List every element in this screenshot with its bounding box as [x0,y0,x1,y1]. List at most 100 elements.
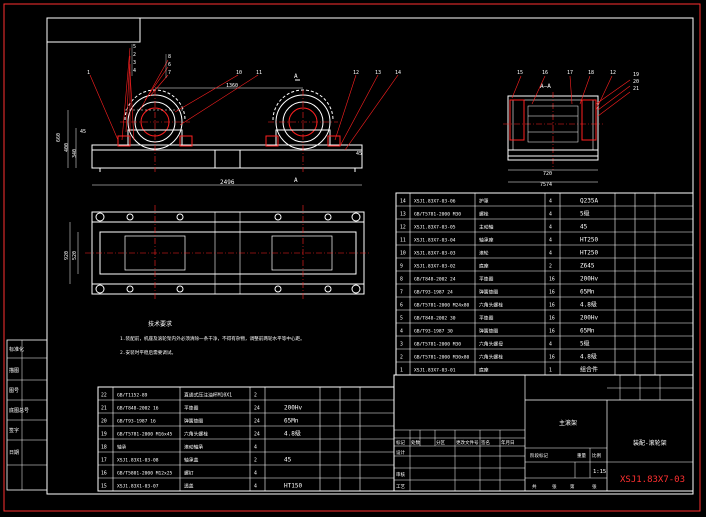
bom-upper-cell-mat: HT250 [580,250,598,257]
bom-upper-cell-name: 六角头螺母 [479,341,503,348]
bom-upper-cell-mat: 组合件 [580,366,598,374]
bom-lower-cell-qty: 24 [254,432,260,438]
bom-upper-cell-mat: 4.8级 [580,353,597,361]
bom-lower-cell-name: 平垫圈 [184,405,199,412]
side-view: A—A 720 7574 15 16 17 18 12 19 20 21 [503,70,639,188]
bom-lower-cell-no: 17 [101,458,107,464]
bom-upper-cell-no: 12 [400,225,406,231]
bom-upper-cell-qty: 16 [549,329,555,335]
bom-upper-cell-mat: 65Mn [580,289,595,296]
side-label-1: 描图 [9,367,19,374]
code-box [46,17,141,43]
col-label-0: 处数 [411,439,420,446]
bom-upper-cell-no: 2 [400,355,403,361]
bom-lower-cell-code: GB/T848-2002 16 [117,406,159,412]
bom-upper-cell-mat: HT250 [580,237,598,244]
bom-lower-cell-mat: HT150 [284,483,302,490]
dim-plan-920: 920 [64,251,70,260]
balloon-11: 11 [256,70,262,76]
view-label-aa: A—A [540,83,551,90]
bom-upper-cell-mat: 65Mn [580,328,595,335]
dim-side-w2: 7574 [540,182,552,188]
bom-lower-cell-qty: 4 [254,471,257,477]
bom-upper-cell-qty: 16 [549,277,555,283]
bom-upper-cell-no: 3 [400,342,403,348]
balloon-8: 8 [168,54,171,60]
bom-lower-cell-no: 20 [101,419,107,425]
bom-lower-cell-no: 16 [101,471,107,477]
bom-upper-cell-qty: 16 [549,303,555,309]
dim-h2: 400 [64,143,70,152]
side-balloon-15: 15 [517,70,523,76]
bom-lower-cell-code: XSJ1.83X1-03-07 [117,484,159,490]
section-arrow-top: A [294,73,298,80]
balloon-12: 12 [353,70,359,76]
side-balloon-16: 16 [542,70,548,76]
side-label-2: 图号 [9,388,19,394]
row-label-1: 设计 [396,449,405,456]
bom-lower-cell-code: GB/T5801-2000 M12x25 [117,471,173,477]
side-label-3: 底图总号 [9,407,29,414]
bom-upper-cell-name: 滚轮 [479,250,489,257]
balloon-2: 2 [133,52,136,58]
bom-upper-cell-code: GB/T848-2002 24 [414,277,456,283]
dim-h3: 340 [72,149,78,158]
dim-center-distance: 1360 [226,83,238,89]
bom-upper-cell-no: 10 [400,251,406,257]
balloon-10: 10 [236,70,242,76]
bom-upper-cell-code: GB/T5781-2000 M24x80 [414,303,470,309]
bom-upper-cell-mat: Q235A [580,198,598,205]
bom-lower-cell-qty: 2 [254,393,257,399]
side-balloon-18: 18 [588,70,594,76]
bom-upper-cell-mat: 200Hv [580,276,598,283]
bom-upper-cell-no: 9 [400,264,403,270]
side-balloon-21: 21 [633,86,639,92]
dim-side-w1: 720 [543,171,552,177]
col-label-4: 年月日 [501,439,515,446]
drawing-number: XSJ1.83X7-03 [620,475,685,485]
bom-lower-cell-mat: 45 [284,457,292,464]
balloon-5: 5 [133,44,136,50]
side-balloon-19: 19 [633,72,639,78]
bom-upper-cell-mat: Z645 [580,263,595,270]
bom-lower-cell-no: 22 [101,393,107,399]
bom-lower-cell-name: 螺钉 [184,470,194,477]
bom-upper-cell-qty: 4 [549,212,552,218]
side-label-column: 标准化 描图 图号 底图总号 签字 日期 [6,339,48,491]
bom-upper-cell-qty: 4 [549,199,552,205]
bom-upper-cell-name: 六角头螺栓 [479,354,503,361]
bom-upper-cell-no: 7 [400,290,403,296]
bom-lower-cell-qty: 24 [254,406,260,412]
front-view: A A 660 400 340 45 2496 1360 45 1 5 2 3 [56,44,401,186]
balloon-3: 3 [133,60,136,66]
bom-lower-cell-code: GB/T5781-2000 M16x45 [117,432,173,438]
bom-upper-cell-name: 六角头螺栓 [479,302,503,309]
balloon-13: 13 [375,70,381,76]
sheet-no-label: 第 [570,483,575,490]
side-balloon-12: 12 [610,70,616,76]
balloon-14: 14 [395,70,401,76]
bom-lower-cell-no: 21 [101,406,107,412]
bom-upper-cell-no: 13 [400,212,406,218]
bom-lower-cell-code: 轴承 [117,444,127,451]
bom-upper-cell-no: 5 [400,316,403,322]
sheet-total-label: 共 [532,483,537,490]
bom-upper-cell-code: XSJ1.83X7-03-01 [414,368,456,374]
bom-upper-cell-qty: 4 [549,238,552,244]
bom-lower-cell-code: XSJ1.83X1-03-08 [117,458,159,464]
bom-upper-cell-qty: 4 [549,251,552,257]
bom-lower-cell-name: 滚动轴承 [184,444,203,451]
notes-title: 技术要求 [148,320,172,328]
bom-upper-cell-code: XSJ1.83X7-03-05 [414,225,456,231]
bom-lower-cell-name: 直通式压注油杯M10X1 [184,392,232,399]
plan-view: 920 520 [64,205,370,300]
bom-upper-cell-name: 主动轴 [479,224,494,231]
side-balloon-20: 20 [633,79,639,85]
dim-overall-length: 2496 [220,179,235,186]
bom-upper-cell-qty: 2 [549,264,552,270]
bom-lower-cell-name: 弹簧垫圈 [184,418,203,425]
bom-lower-cell-code: GB/T1152-89 [117,393,148,399]
col-label-3: 签名 [481,439,490,446]
